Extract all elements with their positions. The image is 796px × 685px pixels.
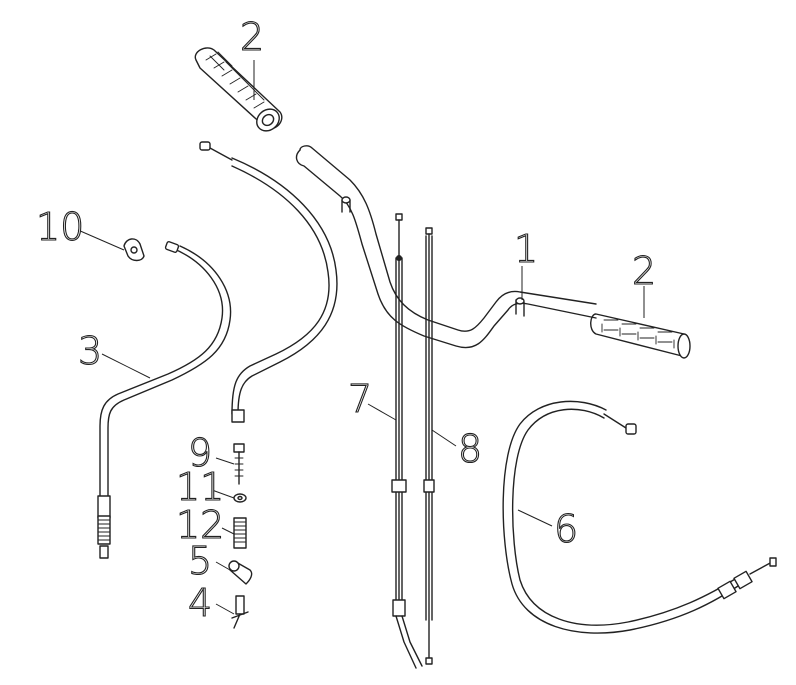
callout-12: 12 — [176, 503, 224, 547]
throttle-cable — [199, 141, 338, 423]
cable-7 — [391, 213, 423, 669]
clip-10 — [123, 238, 145, 262]
adjuster-5 — [228, 560, 253, 585]
handlebar — [295, 145, 597, 349]
callout-10: 10 — [36, 205, 84, 249]
washer-11 — [233, 493, 247, 503]
callout-2-top: 2 — [240, 15, 264, 59]
callout-2-right: 2 — [632, 249, 656, 293]
spring-12 — [233, 517, 247, 549]
cable-6 — [502, 400, 777, 634]
callouts: 2 1 2 10 3 9 11 12 5 4 7 8 6 — [35, 14, 656, 625]
bolt-9 — [233, 443, 245, 485]
callout-11: 11 — [176, 465, 224, 509]
fitting-4 — [231, 595, 249, 629]
grip-right — [590, 313, 691, 359]
callout-9: 9 — [188, 431, 212, 475]
callout-7: 7 — [348, 377, 372, 421]
callout-6: 6 — [554, 507, 578, 551]
callout-1: 1 — [514, 227, 538, 271]
callout-4: 4 — [188, 581, 212, 625]
callout-5: 5 — [188, 539, 212, 583]
callout-3: 3 — [78, 329, 102, 373]
cable-3 — [97, 241, 232, 559]
leader-lines — [77, 60, 645, 615]
callout-8: 8 — [458, 427, 482, 471]
grip-top — [194, 47, 283, 132]
cable-8 — [423, 227, 435, 665]
